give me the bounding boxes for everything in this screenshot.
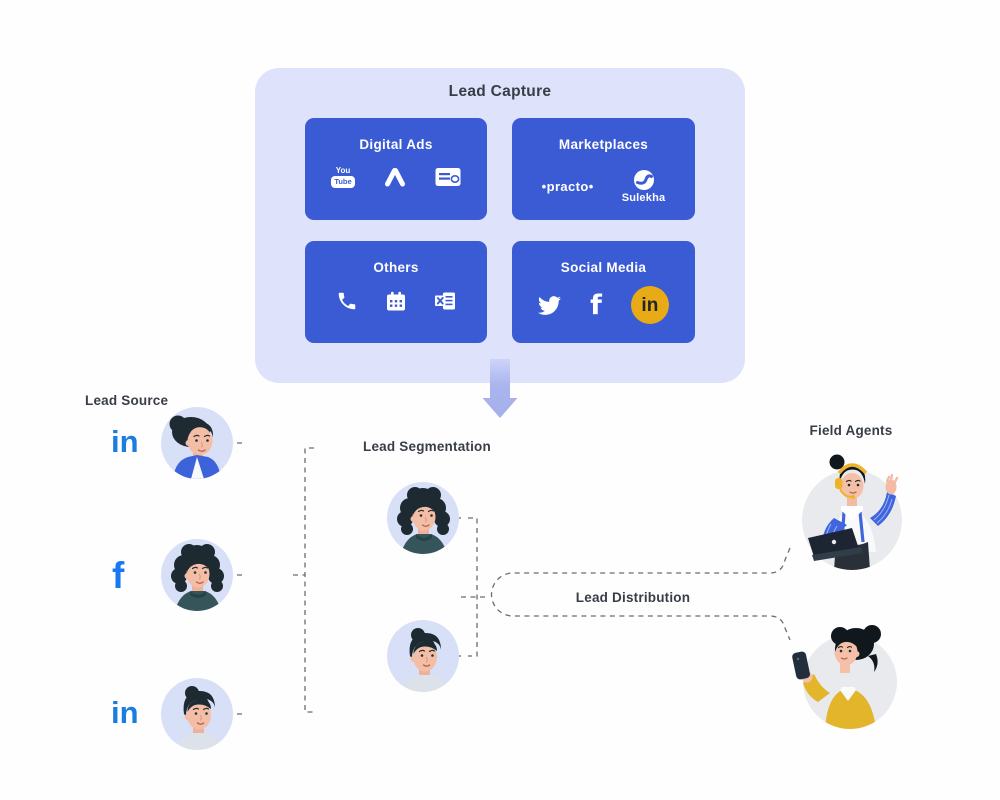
sulekha-icon bbox=[633, 170, 654, 190]
practo-logo: •practo• bbox=[541, 179, 594, 194]
lead-segmentation-title: Lead Segmentation bbox=[363, 439, 491, 454]
lead-capture-title: Lead Capture bbox=[448, 83, 552, 100]
linkedin-badge: in bbox=[111, 424, 139, 459]
card-others: Others bbox=[305, 241, 487, 343]
linkedin-badge: in bbox=[111, 695, 139, 730]
calendar-icon bbox=[387, 291, 405, 310]
card-social-media-title: Social Media bbox=[560, 260, 647, 275]
down-arrow-icon bbox=[482, 359, 518, 418]
lead-segmentation-avatar bbox=[387, 620, 459, 692]
lead-source-title: Lead Source bbox=[85, 393, 169, 408]
sulekha-logo: Sulekha bbox=[622, 169, 666, 204]
lead-source-avatar bbox=[161, 407, 233, 479]
digital-ads-icons: You Tube bbox=[331, 167, 461, 188]
field-agent-laptop-illustration bbox=[802, 454, 902, 570]
google-ads-icon bbox=[384, 168, 405, 187]
card-digital-ads: Digital Ads You Tube bbox=[305, 118, 487, 220]
card-marketplaces-title: Marketplaces bbox=[558, 137, 649, 152]
newspaper-ad-icon bbox=[435, 168, 461, 187]
field-agent-phone-illustration bbox=[792, 625, 897, 729]
facebook-icon: f bbox=[590, 289, 602, 321]
field-agents-title: Field Agents bbox=[809, 423, 893, 438]
youtube-icon: You Tube bbox=[331, 167, 355, 188]
linkedin-icon: in bbox=[630, 286, 669, 324]
twitter-icon bbox=[538, 295, 562, 315]
connector-source-stubs bbox=[237, 442, 246, 715]
card-marketplaces: Marketplaces •practo• Sulekha bbox=[512, 118, 695, 220]
phone-icon bbox=[338, 292, 356, 310]
lead-source-avatar bbox=[161, 539, 233, 611]
excel-icon bbox=[435, 292, 455, 310]
lead-source-avatar bbox=[161, 678, 233, 750]
facebook-badge: f bbox=[112, 555, 125, 596]
lead-capture-panel: Lead Capture Digital Ads You Tube bbox=[255, 68, 745, 383]
card-social-media: Social Media f in bbox=[512, 241, 695, 343]
lead-segmentation-avatar bbox=[387, 482, 459, 554]
card-digital-ads-title: Digital Ads bbox=[359, 137, 433, 152]
connector-segmentation-trunk bbox=[468, 517, 478, 657]
connector-distribution-capsule bbox=[490, 547, 791, 641]
lead-distribution-title: Lead Distribution bbox=[575, 590, 691, 605]
card-others-title: Others bbox=[373, 260, 419, 275]
connector-source-trunk bbox=[304, 447, 314, 713]
